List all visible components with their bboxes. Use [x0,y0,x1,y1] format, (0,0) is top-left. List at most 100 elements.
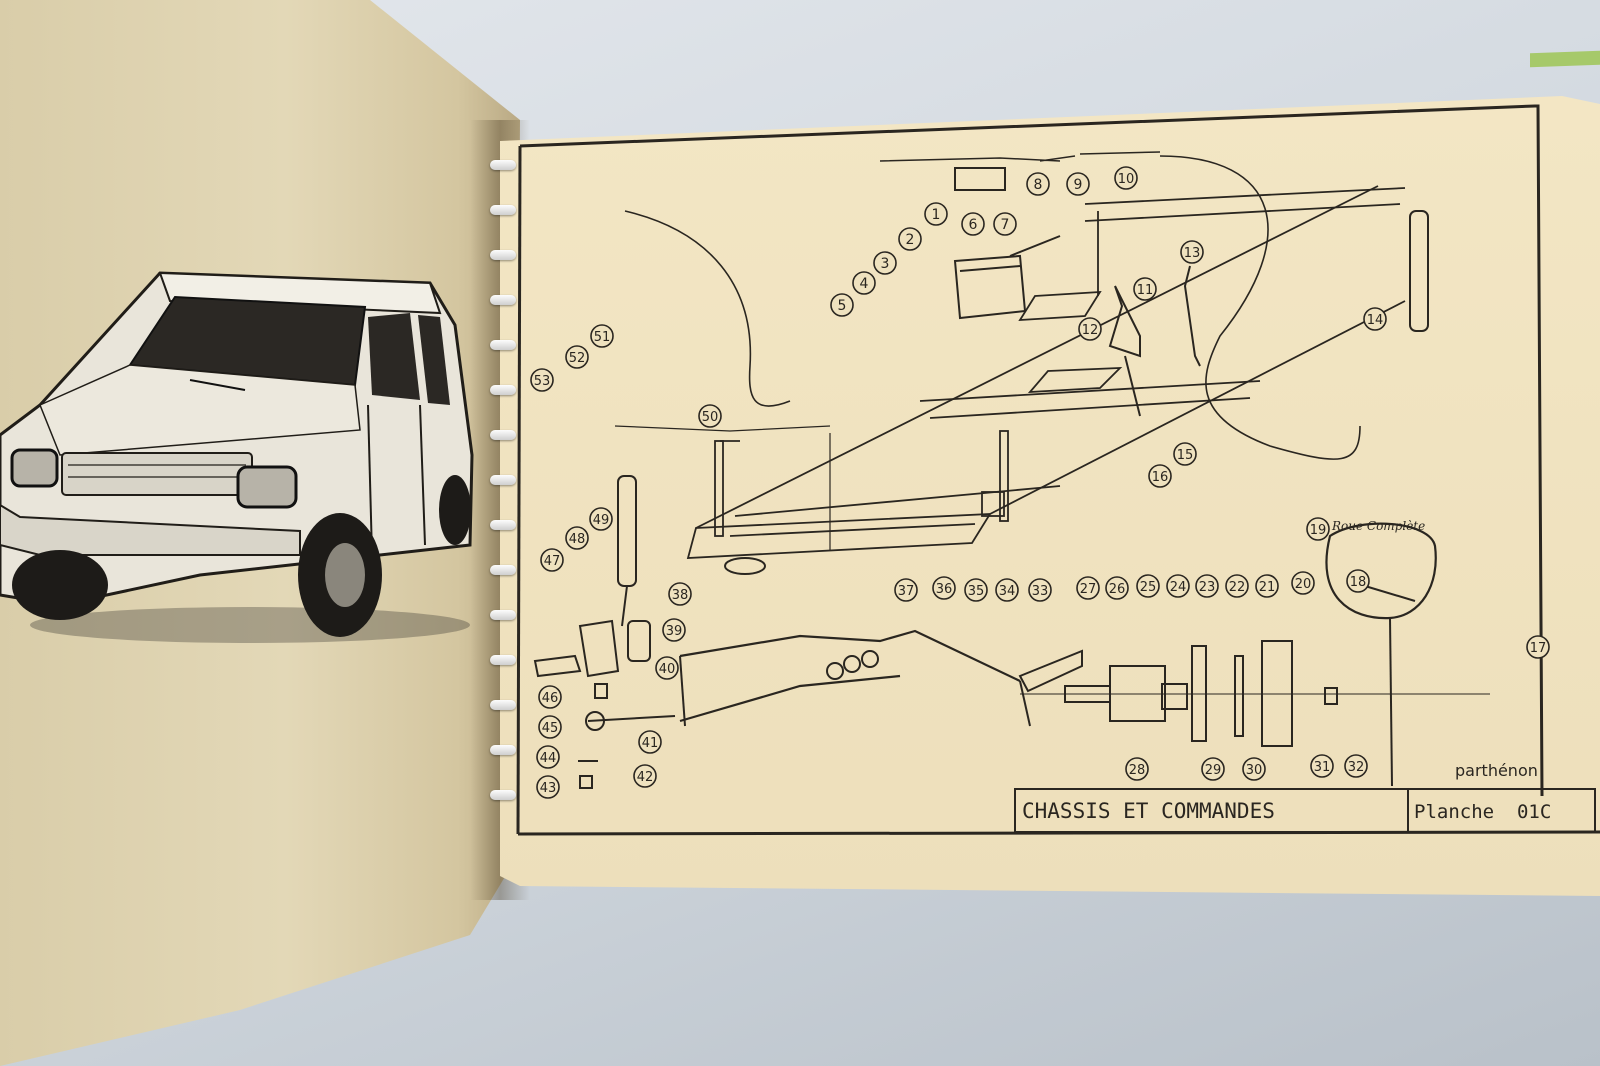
part-label-25: 25 [1136,574,1160,598]
svg-text:33: 33 [1032,584,1049,599]
part-label-48: 48 [565,526,589,550]
part-label-38: 38 [668,582,692,606]
part-label-34: 34 [995,578,1019,602]
part-label-41: 41 [638,730,662,754]
part-label-51: 51 [590,324,614,348]
svg-text:7: 7 [1001,217,1010,233]
svg-text:49: 49 [593,513,610,528]
wheel-note: Roue Complète [1331,519,1425,533]
svg-text:17: 17 [1530,641,1547,656]
part-label-33: 33 [1028,578,1052,602]
part-label-15: 15 [1173,442,1197,466]
part-label-20: 20 [1291,571,1315,595]
part-label-22: 22 [1225,574,1249,598]
svg-text:28: 28 [1129,763,1146,778]
part-label-7: 7 [993,212,1017,236]
svg-text:43: 43 [540,781,557,796]
svg-text:42: 42 [637,770,654,785]
svg-text:24: 24 [1170,580,1187,595]
svg-text:27: 27 [1080,582,1097,597]
svg-text:39: 39 [666,624,683,639]
part-label-27: 27 [1076,576,1100,600]
plate-title: CHASSIS ET COMMANDES [1022,799,1275,823]
svg-text:37: 37 [898,584,915,599]
part-label-21: 21 [1255,574,1279,598]
svg-text:21: 21 [1259,580,1276,595]
svg-text:14: 14 [1367,313,1384,328]
svg-text:30: 30 [1246,763,1263,778]
svg-text:45: 45 [542,721,559,736]
part-label-42: 42 [633,764,657,788]
part-label-30: 30 [1242,757,1266,781]
part-label-8: 8 [1026,172,1050,196]
svg-text:1: 1 [932,207,941,223]
part-label-19: 19 [1306,517,1330,541]
part-label-24: 24 [1166,574,1190,598]
svg-text:18: 18 [1350,575,1367,590]
part-label-9: 9 [1066,172,1090,196]
part-label-12: 12 [1078,317,1102,341]
svg-text:52: 52 [569,351,586,366]
part-label-13: 13 [1180,240,1204,264]
part-label-23: 23 [1195,574,1219,598]
part-label-5: 5 [830,293,854,317]
part-label-31: 31 [1310,754,1334,778]
svg-text:53: 53 [534,374,551,389]
svg-text:4: 4 [860,276,869,292]
svg-text:26: 26 [1109,582,1126,597]
svg-text:41: 41 [642,736,659,751]
svg-text:44: 44 [540,751,557,766]
part-label-37: 37 [894,578,918,602]
svg-text:50: 50 [702,410,719,425]
part-label-11: 11 [1133,277,1157,301]
part-label-44: 44 [536,745,560,769]
svg-text:46: 46 [542,691,559,706]
part-label-50: 50 [698,404,722,428]
part-label-39: 39 [662,618,686,642]
svg-text:3: 3 [881,256,890,272]
svg-text:29: 29 [1205,763,1222,778]
part-label-1: 1 [924,202,948,226]
part-label-49: 49 [589,507,613,531]
svg-text:8: 8 [1034,177,1043,193]
part-label-26: 26 [1105,576,1129,600]
exploded-parts-diagram: 1 2 3 4 5 6 7 8 9 10 11 12 13 14 15 16 1… [516,104,1600,836]
part-label-6: 6 [961,212,985,236]
part-label-46: 46 [538,685,562,709]
svg-text:5: 5 [838,298,847,314]
part-label-28: 28 [1125,757,1149,781]
svg-text:12: 12 [1082,323,1099,338]
part-label-36: 36 [932,576,956,600]
svg-text:6: 6 [969,217,978,233]
part-label-18: 18 [1346,569,1370,593]
green-cover-edge [1530,50,1600,68]
svg-text:15: 15 [1177,448,1194,463]
svg-text:48: 48 [569,532,586,547]
svg-text:31: 31 [1314,760,1331,775]
brand-name: parthénon [1455,761,1538,780]
plate-sheet-number: Planche 01C [1414,801,1551,823]
part-label-35: 35 [964,578,988,602]
svg-text:19: 19 [1310,523,1327,538]
part-label-14: 14 [1363,307,1387,331]
svg-text:47: 47 [544,554,561,569]
svg-text:10: 10 [1118,172,1135,187]
svg-text:34: 34 [999,584,1016,599]
svg-text:35: 35 [968,584,985,599]
part-label-17: 17 [1526,635,1550,659]
part-label-2: 2 [898,227,922,251]
part-label-32: 32 [1344,754,1368,778]
svg-text:36: 36 [936,582,953,597]
svg-text:38: 38 [672,588,689,603]
right-page [500,96,1600,896]
svg-text:13: 13 [1184,246,1201,261]
part-label-53: 53 [530,368,554,392]
svg-text:32: 32 [1348,760,1365,775]
svg-text:51: 51 [594,330,611,345]
part-label-16: 16 [1148,464,1172,488]
part-label-43: 43 [536,775,560,799]
svg-text:22: 22 [1229,580,1246,595]
svg-text:25: 25 [1140,580,1157,595]
part-label-40: 40 [655,656,679,680]
svg-text:9: 9 [1074,177,1083,193]
